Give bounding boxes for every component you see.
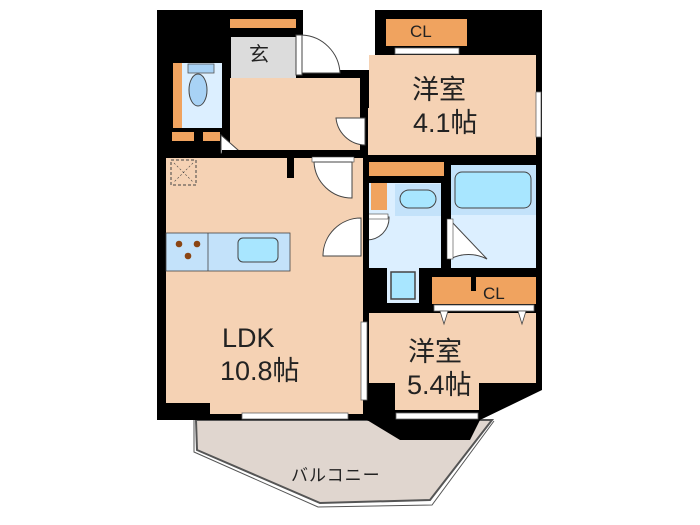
wash-room-door-frame xyxy=(365,213,389,220)
fridge-space xyxy=(170,159,197,186)
wash-basin-icon xyxy=(399,189,437,209)
ldk-name: LDK xyxy=(222,323,275,353)
ldk-size: 10.8帖 xyxy=(220,356,300,386)
western-room-1-floor xyxy=(369,55,536,155)
hallway-floor xyxy=(230,78,360,152)
western-room-2-name: 洋室 xyxy=(408,337,462,367)
ldk-door xyxy=(313,161,353,199)
stove-burner-icon xyxy=(193,240,201,248)
linen-shelf xyxy=(371,183,387,210)
western-room-2-floor xyxy=(368,313,536,383)
shoe-closet xyxy=(230,19,296,28)
western-room-2-window xyxy=(395,412,479,420)
western-room-2-size: 5.4帖 xyxy=(407,370,472,400)
closet-1 xyxy=(386,19,467,46)
western-room-1-window xyxy=(535,91,542,138)
ldk-window xyxy=(241,412,349,420)
wash-room-entry-door xyxy=(322,217,362,257)
entrance-door-swing xyxy=(301,34,341,74)
closet-2-doors xyxy=(433,304,535,312)
stove-burner-icon xyxy=(184,252,192,260)
western-room-2-floor-lower xyxy=(395,383,479,410)
toilet-bowl-icon xyxy=(188,73,208,107)
closet-1-label: CL xyxy=(410,22,432,41)
balcony-label: バルコニー xyxy=(291,466,381,485)
toilet-shelf xyxy=(173,63,182,128)
western-room-1-size: 4.1帖 xyxy=(413,108,478,138)
genkan-label: 玄 xyxy=(249,44,269,66)
closet-1-doors xyxy=(394,47,460,55)
toilet-tank xyxy=(187,63,215,74)
closet-2-label: CL xyxy=(483,284,505,303)
bathtub-icon xyxy=(454,171,532,209)
western-room-1-name: 洋室 xyxy=(412,75,466,105)
sink-icon xyxy=(237,237,279,263)
stove-burner-icon xyxy=(175,240,183,248)
washing-machine-icon xyxy=(390,271,416,300)
western-room-1-floor-ext xyxy=(368,108,378,155)
ldk-floor-main xyxy=(166,158,363,408)
storage-shelf xyxy=(368,162,444,176)
genkan-floor xyxy=(231,37,296,78)
entrance-door-frame xyxy=(295,34,303,76)
sliding-door xyxy=(360,321,368,401)
western-room-1-door xyxy=(335,117,366,146)
closet-2 xyxy=(432,277,536,304)
ldk-corner-pillar xyxy=(157,403,210,420)
